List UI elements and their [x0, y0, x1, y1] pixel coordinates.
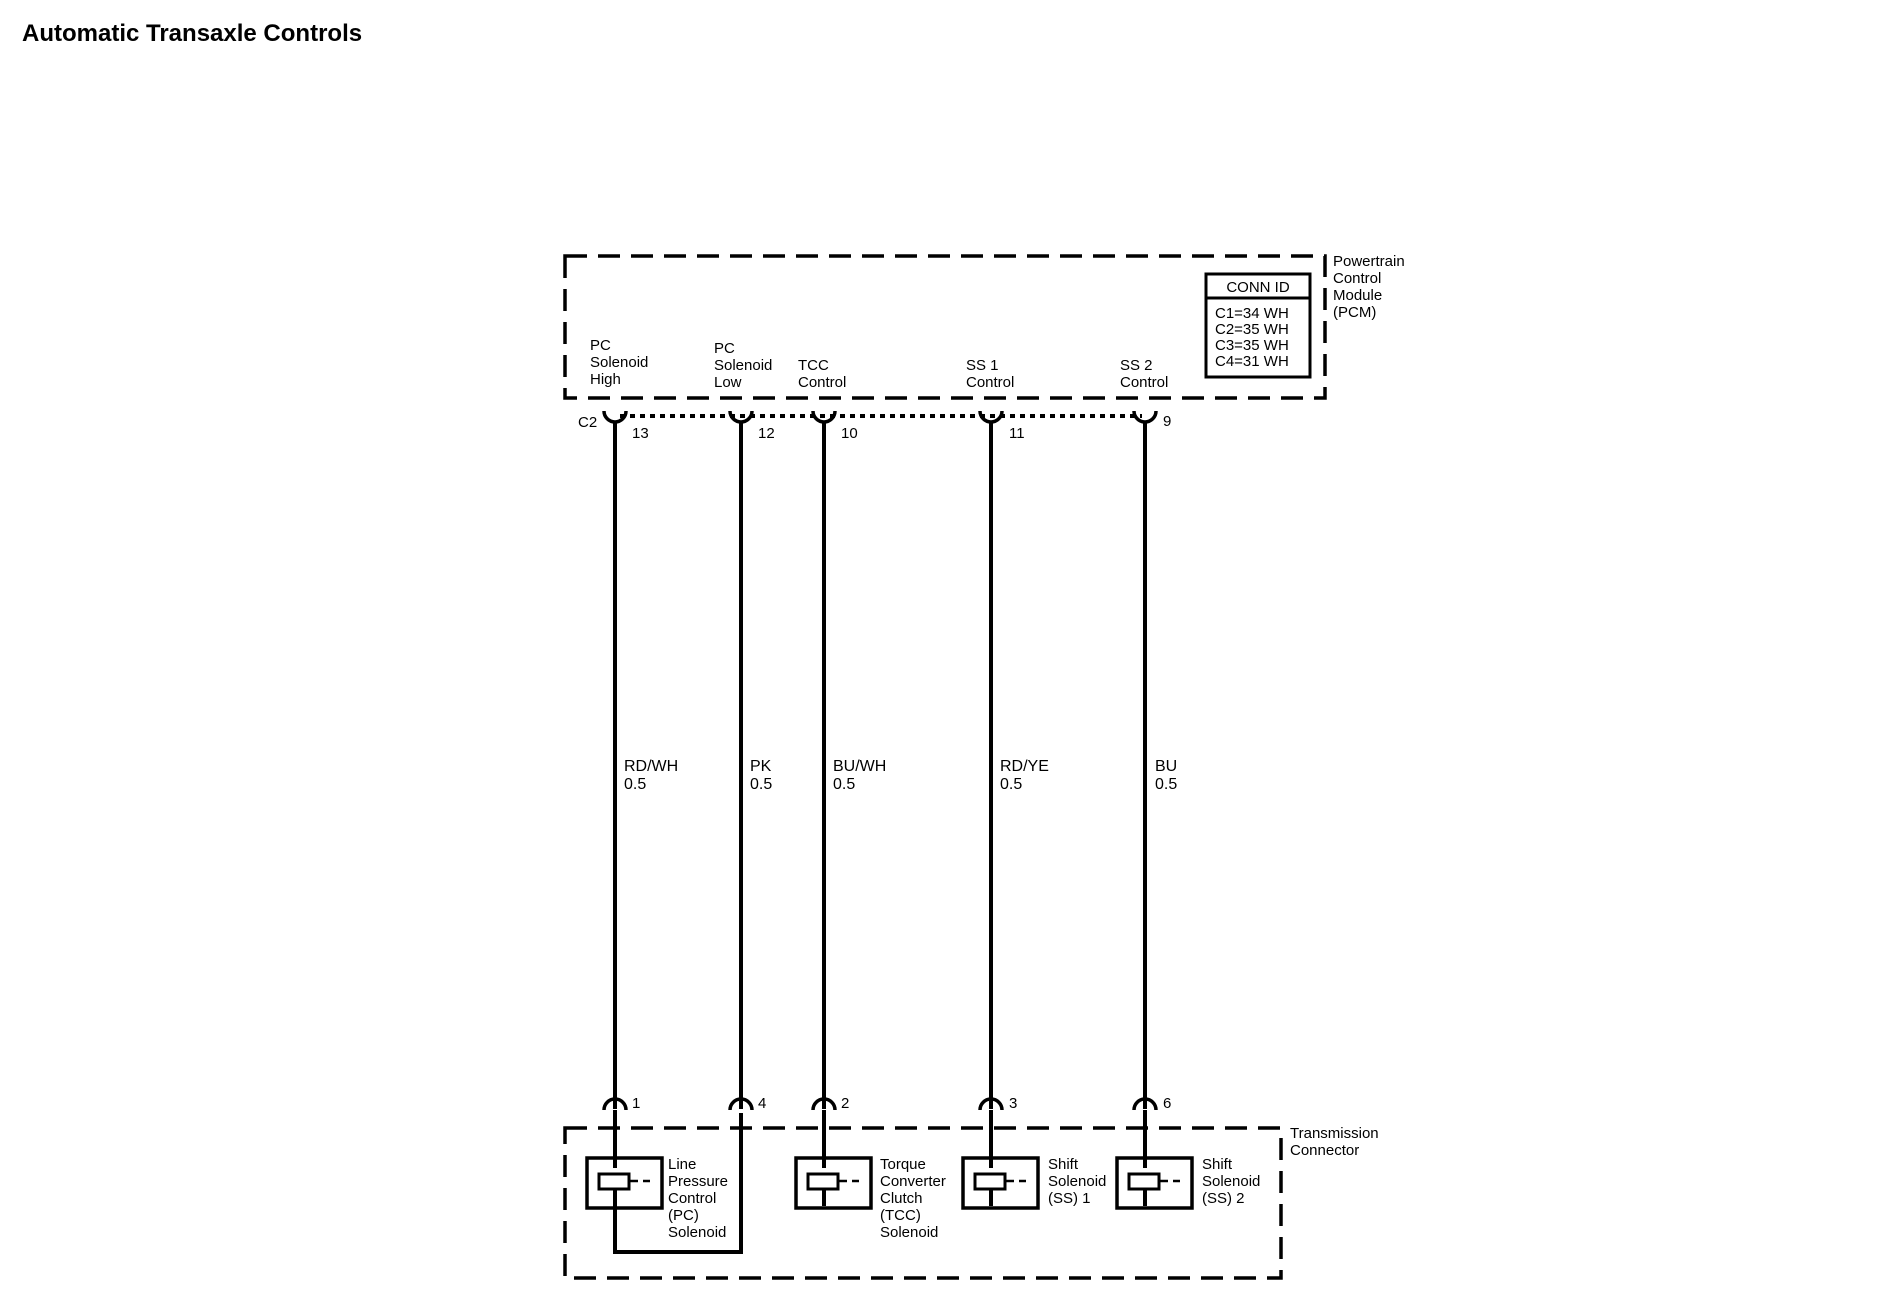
transmission-pin-number: 6	[1163, 1095, 1171, 1112]
transmission-terminal-cap	[1132, 1097, 1158, 1111]
conn-id-header: CONN ID	[1226, 279, 1290, 296]
pcm-terminal-cup	[602, 410, 628, 424]
wire-gauge-label: 0.5	[833, 776, 855, 793]
pcm-terminal-label-line: SS 2	[1120, 357, 1153, 374]
transmission-terminal-cap	[978, 1097, 1004, 1111]
pcm-pin-number: 13	[632, 425, 649, 442]
component-label-line: Line	[668, 1156, 696, 1173]
transmission-pin-number: 2	[841, 1095, 849, 1112]
wire-gauge-label: 0.5	[1155, 776, 1177, 793]
component-label-line: Torque	[880, 1156, 926, 1173]
component-label-line: (SS) 2	[1202, 1190, 1245, 1207]
component-label-line: Shift	[1202, 1156, 1233, 1173]
pcm-terminal-label-line: Control	[798, 374, 846, 391]
component-label-line: Shift	[1048, 1156, 1079, 1173]
conn-id-table: CONN ID C1=34 WH C2=35 WH C3=35 WH C4=31…	[1204, 272, 1312, 379]
component-label-line: Clutch	[880, 1190, 923, 1207]
pcm-pin-number: 11	[1009, 425, 1025, 442]
circuit-ss2-control: SS 2 Control 9 BU 0.5 6 Shift Solenoid (…	[1115, 357, 1260, 1210]
pcm-name-line: Powertrain	[1333, 253, 1405, 270]
component-label-line: Pressure	[668, 1173, 728, 1190]
pcm-name-line: Control	[1333, 270, 1381, 287]
transmission-name-line: Transmission	[1290, 1125, 1379, 1142]
solenoid-coil-icon	[597, 1172, 631, 1191]
pcm-name-line: (PCM)	[1333, 304, 1376, 321]
component-label-line: (SS) 1	[1048, 1190, 1091, 1207]
transmission-terminal-cap	[602, 1097, 628, 1111]
component-label-line: Converter	[880, 1173, 946, 1190]
transmission-terminal-cap	[811, 1097, 837, 1111]
wire-gauge-label: 0.5	[624, 776, 646, 793]
pcm-terminal-label-line: Control	[966, 374, 1014, 391]
pcm-terminal-label-line: PC	[714, 340, 735, 357]
pcm-pin-number: 9	[1163, 413, 1171, 430]
circuit-pc-solenoid-high: PC Solenoid High 13 RD/WH 0.5 1 Line Pre…	[585, 337, 743, 1254]
wire-color-label: RD/YE	[1000, 758, 1049, 775]
wire-color-label: BU/WH	[833, 758, 886, 775]
component-label-line: Control	[668, 1190, 716, 1207]
pcm-terminal-cup	[978, 410, 1004, 424]
solenoid-box	[794, 1156, 873, 1210]
component-label-line: (TCC)	[880, 1207, 921, 1224]
wire-color-label: RD/WH	[624, 758, 678, 775]
pcm-pin-number: 12	[758, 425, 775, 442]
pcm-terminal-label-line: SS 1	[966, 357, 999, 374]
conn-id-row: C4=31 WH	[1215, 353, 1289, 370]
transmission-pin-number: 3	[1009, 1095, 1017, 1112]
component-label-line: Solenoid	[880, 1224, 938, 1241]
pcm-pin-number: 10	[841, 425, 858, 442]
conn-id-row: C2=35 WH	[1215, 321, 1289, 338]
circuit-tcc-control: TCC Control 10 BU/WH 0.5 2 Torque Conver…	[794, 357, 946, 1241]
wire-color-label: BU	[1155, 758, 1177, 775]
pcm-terminal-label-line: High	[590, 371, 621, 388]
conn-id-row: C3=35 WH	[1215, 337, 1289, 354]
component-label-line: Solenoid	[1202, 1173, 1260, 1190]
pcm-terminal-label-line: TCC	[798, 357, 829, 374]
pcm-terminal-label-line: PC	[590, 337, 611, 354]
pcm-terminal-label-line: Low	[714, 374, 742, 391]
pcm-connector-label: C2	[578, 414, 597, 431]
solenoid-box	[1115, 1156, 1194, 1210]
page-title: Automatic Transaxle Controls	[22, 20, 363, 47]
solenoid-coil-icon	[806, 1172, 840, 1191]
pcm-module-box	[563, 254, 1327, 400]
pcm-terminal-cup	[728, 410, 754, 424]
pcm-terminal-label-line: Solenoid	[714, 357, 772, 374]
transmission-connector-box	[563, 1126, 1283, 1280]
pcm-terminal-label-line: Solenoid	[590, 354, 648, 371]
pcm-terminal-cup	[1132, 410, 1158, 424]
circuit-pc-solenoid-low: PC Solenoid Low 12 PK 0.5 4	[714, 340, 775, 1112]
solenoid-box	[961, 1156, 1040, 1210]
transmission-terminal-cap	[728, 1097, 754, 1111]
solenoid-box	[585, 1156, 664, 1210]
transmission-pin-number: 4	[758, 1095, 766, 1112]
component-label-line: (PC)	[668, 1207, 699, 1224]
wire-color-label: PK	[750, 758, 772, 775]
component-label-line: Solenoid	[668, 1224, 726, 1241]
circuit-ss1-control: SS 1 Control 11 RD/YE 0.5 3 Shift Soleno…	[961, 357, 1106, 1210]
pcm-terminal-label-line: Control	[1120, 374, 1168, 391]
solenoid-coil-icon	[973, 1172, 1007, 1191]
conn-id-row: C1=34 WH	[1215, 305, 1289, 322]
wire-gauge-label: 0.5	[750, 776, 772, 793]
pcm-terminal-cup	[811, 410, 837, 424]
wire-gauge-label: 0.5	[1000, 776, 1022, 793]
pcm-name-line: Module	[1333, 287, 1382, 304]
solenoid-coil-icon	[1127, 1172, 1161, 1191]
transmission-name-line: Connector	[1290, 1142, 1359, 1159]
component-label-line: Solenoid	[1048, 1173, 1106, 1190]
transmission-pin-number: 1	[632, 1095, 640, 1112]
